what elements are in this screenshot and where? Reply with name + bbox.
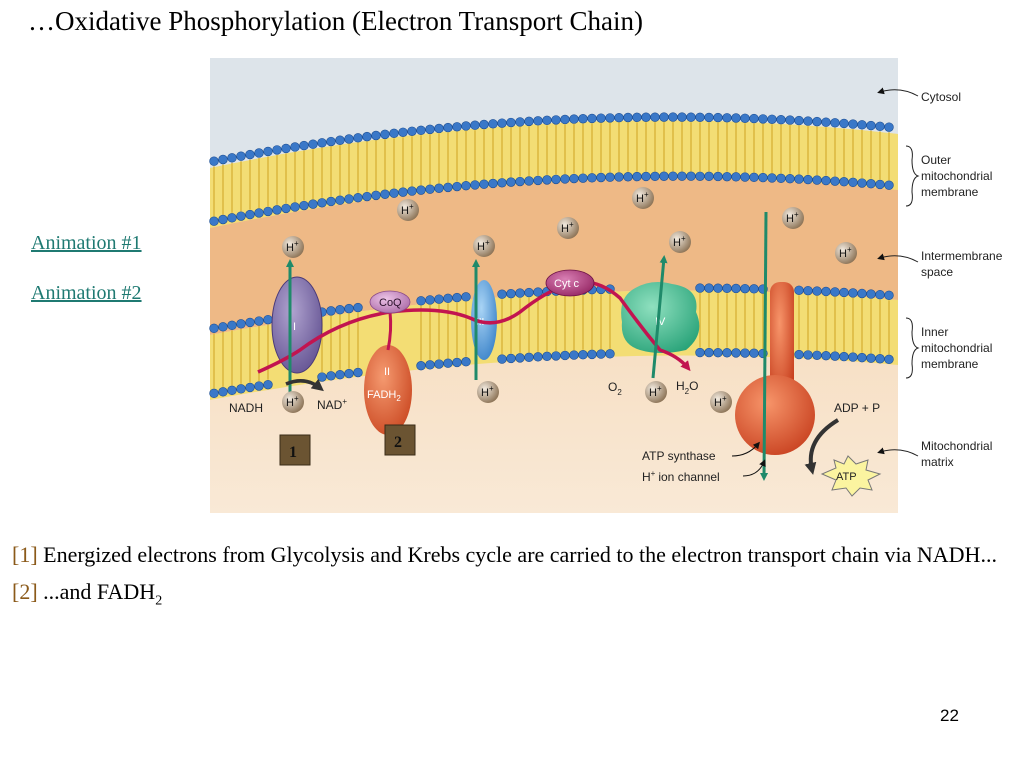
- fadh2-electron-path: [386, 311, 393, 351]
- bullet-list: [1] Energized electrons from Glycolysis …: [12, 538, 1002, 621]
- protons: H+ H+ H+ H+ H+ H+ H+ H+ H+ H+ H+ H+: [282, 187, 857, 413]
- adp-p-label: ADP + P: [834, 401, 880, 415]
- coq-label: CoQ: [379, 297, 402, 309]
- intermembrane-label-2: space: [921, 265, 953, 279]
- proton-6: H+: [473, 235, 495, 257]
- ref-2: [2]: [12, 579, 38, 604]
- proton-1: H+: [397, 199, 419, 221]
- atp-label: ATP: [836, 471, 857, 483]
- intermembrane-label-1: Intermembrane: [921, 249, 1003, 263]
- inner-membrane-tails: [213, 293, 890, 389]
- h2o-label: H2O: [676, 379, 698, 396]
- proton-3: H+: [782, 207, 804, 229]
- electron-path: [257, 280, 691, 374]
- etc-diagram: I II FADH2 III IV CoQ Cyt c: [209, 58, 1003, 513]
- animation-2-link[interactable]: Animation #2: [31, 282, 142, 304]
- bullet-1: [1] Energized electrons from Glycolysis …: [12, 538, 1002, 571]
- atp-starburst: ATP: [820, 455, 882, 497]
- proton-4: H+: [557, 217, 579, 239]
- outer-membrane-heads: [209, 112, 894, 226]
- inner-membrane-heads: [209, 283, 894, 399]
- svg-text:H+: H+: [786, 210, 799, 225]
- complex-iv-label: IV: [655, 316, 666, 328]
- cyt-c-label: Cyt c: [554, 278, 580, 290]
- proton-9: H+: [282, 391, 304, 413]
- atp-synthase-label: ATP synthase: [642, 449, 716, 463]
- outer-membrane-label-2: mitochondrial: [921, 169, 992, 183]
- outer-membrane-label-3: membrane: [921, 185, 979, 199]
- outer-membrane-label-1: Outer: [921, 153, 951, 167]
- proton-5: H+: [282, 236, 304, 258]
- cyt-c-carrier: Cyt c: [545, 269, 595, 297]
- bullet-2: [2] ...and FADH2: [12, 575, 1002, 617]
- outer-membrane-tails: [213, 122, 890, 217]
- marker-1: 1: [279, 434, 311, 466]
- complex-i-label: I: [293, 321, 296, 333]
- complex-i: I: [271, 276, 323, 374]
- svg-text:H+: H+: [401, 202, 414, 217]
- proton-8: H+: [835, 242, 857, 264]
- inner-membrane-label-1: Inner: [921, 325, 948, 339]
- bullet-2-subscript: 2: [155, 593, 163, 609]
- animation-1-link[interactable]: Animation #1: [31, 232, 142, 254]
- proton-10: H+: [477, 381, 499, 403]
- svg-text:H+: H+: [673, 234, 686, 249]
- svg-text:1: 1: [289, 444, 297, 461]
- svg-text:H+: H+: [649, 384, 662, 399]
- svg-text:H+: H+: [561, 220, 574, 235]
- nadh-label: NADH: [229, 401, 263, 415]
- svg-text:H+: H+: [839, 245, 852, 260]
- fadh2-label-complex: FADH2: [367, 389, 401, 403]
- matrix-label-2: matrix: [921, 455, 954, 469]
- svg-text:2: 2: [394, 434, 402, 451]
- inner-membrane-label-3: membrane: [921, 357, 979, 371]
- proton-12: H+: [710, 391, 732, 413]
- bullet-1-text: Energized electrons from Glycolysis and …: [43, 542, 997, 567]
- page-number: 22: [940, 706, 959, 725]
- proton-2: H+: [632, 187, 654, 209]
- complex-iv: IV: [621, 282, 700, 353]
- svg-text:H+: H+: [481, 384, 494, 399]
- complex-ii: II FADH2: [364, 345, 412, 435]
- svg-text:H+: H+: [477, 238, 490, 253]
- bullet-2-text: ...and FADH: [43, 579, 156, 604]
- matrix-label-1: Mitochondrial: [921, 439, 992, 453]
- nadh-conversion-arrow: [285, 378, 324, 392]
- cytosol-label: Cytosol: [921, 90, 961, 104]
- svg-text:H+: H+: [714, 394, 727, 409]
- ion-channel-label: H+ion channel: [642, 469, 720, 484]
- atp-synthase: [735, 282, 815, 455]
- svg-text:H+: H+: [286, 394, 299, 409]
- svg-text:H+: H+: [636, 190, 649, 205]
- proton-7: H+: [669, 231, 691, 253]
- slide-title: …Oxidative Phosphorylation (Electron Tra…: [28, 6, 643, 36]
- o2-label: O2: [608, 380, 622, 397]
- proton-11: H+: [645, 381, 667, 403]
- side-label-pointers: [877, 87, 920, 457]
- adp-to-atp-arrow: [804, 418, 840, 475]
- proton-arrows: [286, 211, 769, 481]
- complex-ii-label: II: [384, 366, 390, 378]
- coq-carrier: CoQ: [369, 290, 411, 314]
- marker-2: 2: [384, 424, 416, 456]
- nad-plus-label: NAD+: [317, 397, 347, 412]
- ref-1: [1]: [12, 542, 38, 567]
- inner-membrane-label-2: mitochondrial: [921, 341, 992, 355]
- svg-text:H+: H+: [286, 239, 299, 254]
